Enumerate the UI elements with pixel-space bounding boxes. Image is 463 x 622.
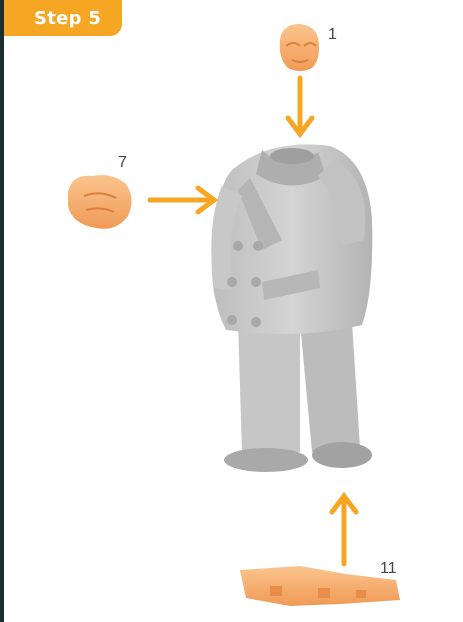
arrow-base-up [329, 491, 359, 567]
part-head [279, 24, 320, 71]
step-badge: Step 5 [4, 0, 122, 36]
page-edge-bar [0, 0, 4, 622]
part-base [240, 566, 400, 606]
step-label: Step 5 [34, 8, 102, 29]
arrow-hands-right [147, 185, 219, 215]
arrow-head-down [285, 75, 315, 139]
callout-number-hands: 7 [118, 154, 127, 171]
figure-body [211, 144, 373, 472]
part-hands [68, 175, 132, 229]
callout-number-base: 11 [380, 560, 397, 577]
callout-number-head: 1 [328, 26, 337, 43]
